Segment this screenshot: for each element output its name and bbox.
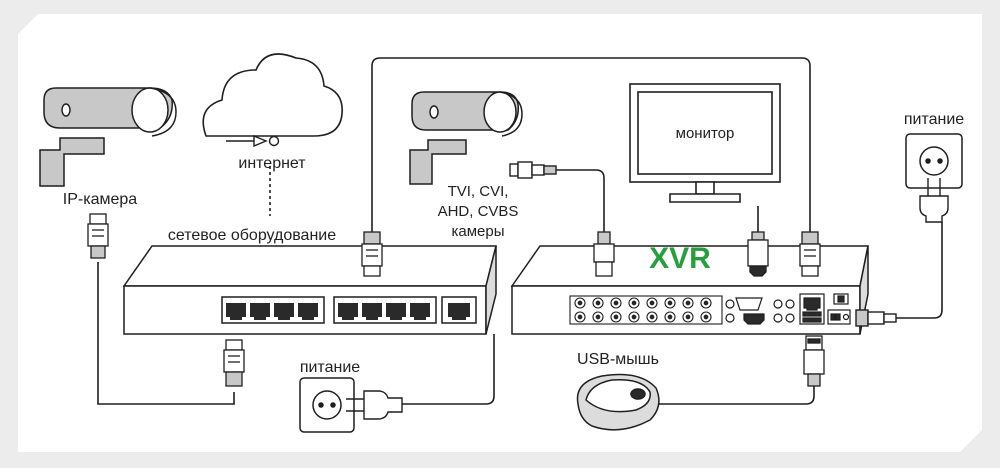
bnc-port-pin [631,314,637,320]
internet-label: интернет [238,155,306,172]
bnc-connector-icon [509,161,557,179]
hdmi-plug-icon [747,231,769,277]
cloud-icon [202,53,343,148]
ethernet-plug-icon [799,231,821,277]
bnc-port-pin [703,300,709,306]
bnc-port-pin [703,314,709,320]
power-socket-icon [905,133,963,189]
ip-camera-cable [97,262,235,405]
usb-mouse-label: USB-мышь [577,351,659,368]
bnc-port-pin [649,300,655,306]
monitor-icon [629,83,781,203]
bnc-port-pin [631,300,637,306]
bnc-port-pin [577,314,583,320]
bnc-port-pin [577,300,583,306]
xvr-power-cable [896,222,943,319]
power-plug-icon [346,390,403,420]
analog-cameras-label-line3: камеры [451,223,504,240]
bnc-port-pin [667,300,673,306]
bnc-port-pin [667,314,673,320]
ip-camera-icon [39,87,177,187]
network-switch-icon [122,245,497,335]
bnc-port-pin [685,300,691,306]
switch-power-cable [402,334,495,405]
ip-camera-label: IP-камера [63,191,137,208]
ethernet-plug-icon [87,213,109,259]
bnc-port-pin [613,314,619,320]
bnc-port-pin [685,314,691,320]
power-socket-icon [299,377,355,433]
power-plug-icon [919,178,949,223]
mouse-cable [658,386,815,405]
mouse-icon [576,373,660,431]
bnc-connector-icon [593,231,615,277]
bnc-port-pin [649,314,655,320]
cables [97,57,943,405]
xvr-logo: XVR [649,242,711,275]
ethernet-plug-icon [223,339,245,387]
bnc-port-pin [595,300,601,306]
monitor-label: монитор [676,125,735,142]
bnc-port-pin [613,300,619,306]
analog-camera-icon [409,91,523,185]
analog-camera-cable [556,169,605,232]
power-bottom-label: питание [300,359,360,376]
bnc-port-pin [595,314,601,320]
xvr-bnc-ports [569,295,723,325]
analog-cameras-label-line1: TVI, CVI, [448,183,509,200]
switch-ports [226,303,470,320]
xvr-rear-connectors [725,293,851,325]
ethernet-plug-icon [361,231,383,277]
dc-plug-icon [855,309,897,327]
power-right-label: питание [904,111,964,128]
analog-cameras-label-line2: AHD, CVBS [438,203,519,220]
switch-to-xvr-cable [371,57,811,232]
network-equipment-label: сетевое оборудование [168,227,336,244]
usb-plug-icon [803,335,825,387]
